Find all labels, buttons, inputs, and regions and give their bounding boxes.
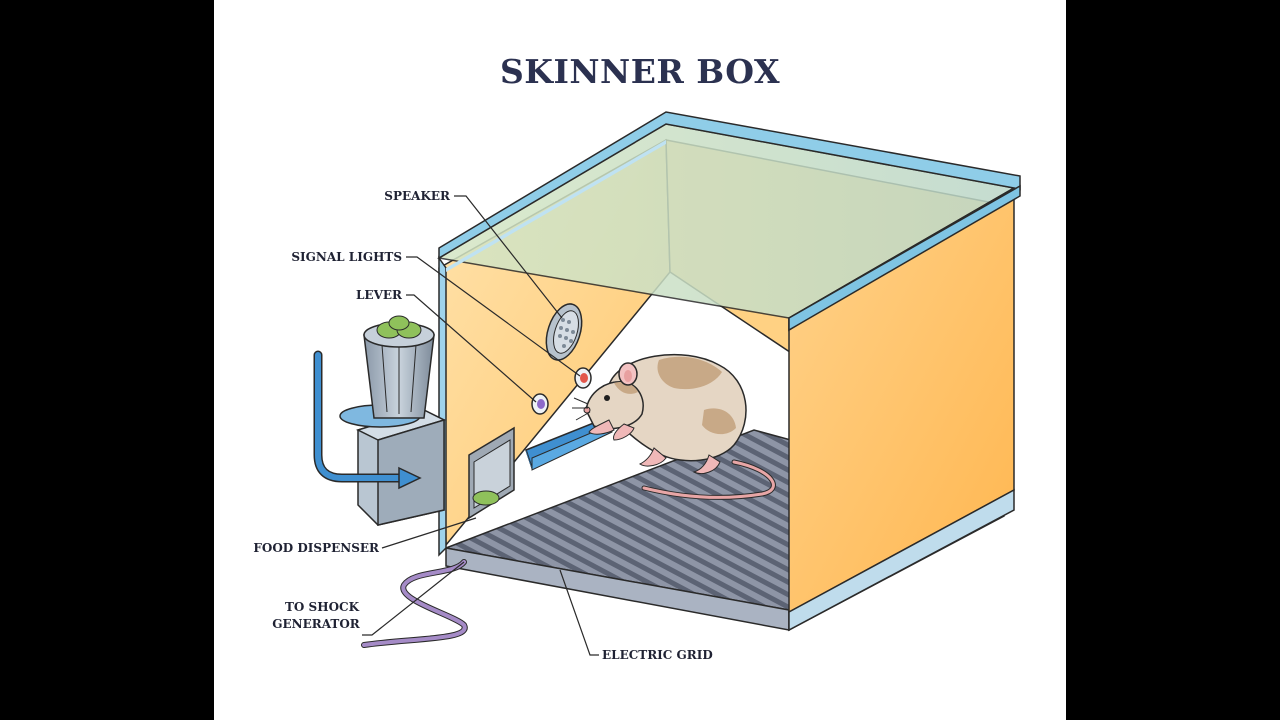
label-food-dispenser: FOOD DISPENSER [253, 541, 380, 555]
label-shock-line1: TO SHOCK [285, 600, 360, 614]
label-electric-grid: ELECTRIC GRID [602, 648, 713, 662]
glass-rim [438, 111, 1021, 332]
leader-lines [362, 195, 599, 656]
rat [572, 353, 776, 500]
label-lever: LEVER [356, 288, 403, 302]
diagram-canvas: SKINNER BOX [214, 0, 1066, 720]
signal-light-red-icon [574, 367, 592, 389]
flow-arrow-icon [313, 350, 422, 490]
skinner-box-illustration: SPEAKER SIGNAL LIGHTS LEVER FOOD DISPENS… [253, 111, 1021, 662]
food-dispenser-machine [339, 315, 447, 526]
food-dispenser-opening [468, 426, 515, 520]
signal-light-purple-icon [531, 393, 549, 415]
label-speaker: SPEAKER [384, 189, 451, 203]
label-shock-line2: GENERATOR [272, 617, 361, 631]
label-signal-lights: SIGNAL LIGHTS [291, 250, 402, 264]
diagram-title: SKINNER BOX [499, 52, 781, 91]
speaker-icon [545, 303, 583, 361]
shock-cable [361, 559, 468, 648]
labels: SPEAKER SIGNAL LIGHTS LEVER FOOD DISPENS… [253, 189, 712, 662]
